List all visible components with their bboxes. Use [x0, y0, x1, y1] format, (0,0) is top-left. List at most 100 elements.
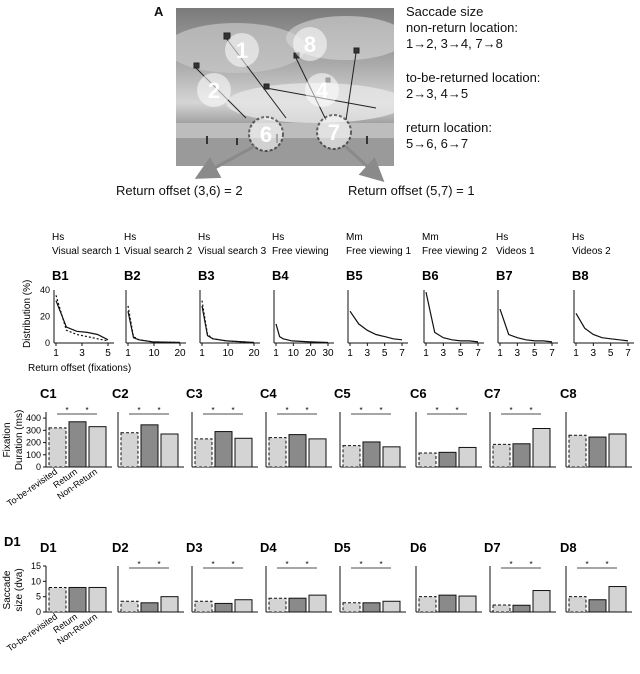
d-sig-star-a-7: * [509, 560, 512, 569]
legend-title-2: non-return location: [406, 20, 519, 35]
c-sig-star-a-5: * [359, 406, 362, 415]
d-bar-7-3 [532, 590, 551, 613]
c-panel-label-5: C5 [334, 386, 351, 401]
legend-tbr-title: to-be-returned location: [406, 70, 541, 85]
d-bar-1-2 [68, 586, 87, 613]
d-bar-1-3 [88, 586, 107, 613]
b-xtick-label-1-2: 3 [79, 348, 85, 359]
c-bar-1-1 [48, 427, 67, 468]
fixation-2-circle [197, 73, 231, 107]
d-bar-6-3 [458, 595, 477, 613]
d-bar-8-2 [588, 599, 607, 613]
b-xtick-label-8-2: 3 [591, 348, 597, 359]
b-xtick-label-8-3: 5 [608, 348, 614, 359]
d-sig-star-b-2: * [157, 560, 160, 569]
d-panel-label-8: D8 [560, 540, 577, 555]
legend-nonreturn: 1→2, 3→4, 7→8 [406, 36, 503, 51]
b-xtick-label-2-2: 10 [148, 348, 160, 359]
d-panel-label-2: D2 [112, 540, 129, 555]
d-sig-star-a-2: * [137, 560, 140, 569]
fixation-8-circle [293, 27, 327, 61]
c-panel-label-6: C6 [410, 386, 427, 401]
d-bar-4-2 [288, 597, 307, 613]
b-task-5: Free viewing 1 [346, 246, 411, 257]
b-panel-label-2: B2 [124, 268, 141, 283]
b-series-1-2 [55, 295, 109, 342]
d-panel-label-4: D4 [260, 540, 277, 555]
b-xtick-label-7-2: 3 [515, 348, 521, 359]
c-sig-star-b-6: * [455, 406, 458, 415]
b-xtick-label-4-3: 20 [305, 348, 317, 359]
b-task-8: Videos 2 [572, 246, 611, 257]
d-sig-star-a-4: * [285, 560, 288, 569]
b-species-7: Hs [496, 232, 508, 243]
d-bar-6-1 [418, 596, 437, 613]
c-bar-3-1 [194, 438, 213, 468]
b-xtick-label-5-3: 5 [382, 348, 388, 359]
fixation-2-number: 2 [208, 78, 220, 103]
c-ytick-label-1: 0 [36, 462, 41, 472]
d-bar-8-1 [568, 596, 587, 613]
c-panel-label-1: C1 [40, 386, 57, 401]
legend-tbr: 2→3, 4→5 [406, 86, 469, 101]
b-task-1: Visual search 1 [52, 246, 121, 257]
d-panel-label-3: D3 [186, 540, 203, 555]
c-sig-star-a-3: * [211, 406, 214, 415]
c-ytick-label-4: 300 [26, 425, 41, 435]
c-bar-8-1 [568, 434, 587, 468]
fixation-8-number: 8 [304, 32, 316, 57]
fixation-1-circle [225, 33, 259, 67]
c-sig-star-b-7: * [529, 406, 532, 415]
fixation-4-circle [305, 73, 339, 107]
b-species-6: Mm [422, 232, 439, 243]
left-offset-arrow [194, 144, 256, 179]
c-bar-4-1 [268, 437, 287, 468]
d-bar-5-2 [362, 602, 381, 613]
b-xtick-label-1-3: 5 [105, 348, 111, 359]
c-bar-7-1 [492, 443, 511, 468]
c-bar-2-3 [160, 433, 179, 468]
c-ytick-label-2: 100 [26, 450, 41, 460]
d-ytick-label-2: 5 [36, 592, 41, 602]
b-series-7-1 [499, 308, 553, 343]
d-ytick-label-4: 15 [31, 561, 41, 571]
b-xtick-label-7-3: 5 [532, 348, 538, 359]
d-bar-5-1 [342, 602, 361, 613]
legend-return: 5→6, 6→7 [406, 136, 469, 151]
b-ytick-label-3: 40 [40, 285, 50, 295]
offset-arrows [194, 144, 385, 183]
b-series-6-1 [425, 291, 479, 343]
d-sig-star-b-4: * [305, 560, 308, 569]
d-sig-star-b-8: * [605, 560, 608, 569]
d-ytick-label-3: 10 [31, 576, 41, 586]
b-xtick-label-1-1: 1 [53, 348, 59, 359]
c-bar-8-2 [588, 436, 607, 468]
b-task-7: Videos 1 [496, 246, 535, 257]
d-ytick-label-1: 0 [36, 607, 41, 617]
c-category-label-1: To-be-revisited [5, 466, 59, 508]
c-panel-label-7: C7 [484, 386, 501, 401]
c-sig-star-a-7: * [509, 406, 512, 415]
c-bar-4-3 [308, 438, 327, 468]
scene-photo: 1 2 4 8 6 7 [176, 8, 394, 166]
b-series-4-1 [275, 323, 329, 344]
b-panel-label-3: B3 [198, 268, 215, 283]
d-sig-star-b-5: * [379, 560, 382, 569]
c-panel-label-3: C3 [186, 386, 203, 401]
d-bar-2-2 [140, 602, 159, 613]
d-bar-2-3 [160, 596, 179, 613]
b-panel-label-7: B7 [496, 268, 513, 283]
d-bar-3-2 [214, 602, 233, 613]
c-bar-5-3 [382, 446, 401, 468]
c-bar-7-3 [532, 428, 551, 468]
c-sig-star-a-2: * [137, 406, 140, 415]
c-bar-8-3 [608, 433, 627, 468]
b-species-2: Hs [124, 232, 136, 243]
c-sig-star-b-5: * [379, 406, 382, 415]
b-series-2-2 [127, 305, 181, 344]
legend-title-1: Saccade size [406, 4, 484, 19]
b-task-4: Free viewing [272, 246, 329, 257]
d-sig-star-a-3: * [211, 560, 214, 569]
b-series-5-1 [349, 310, 403, 341]
